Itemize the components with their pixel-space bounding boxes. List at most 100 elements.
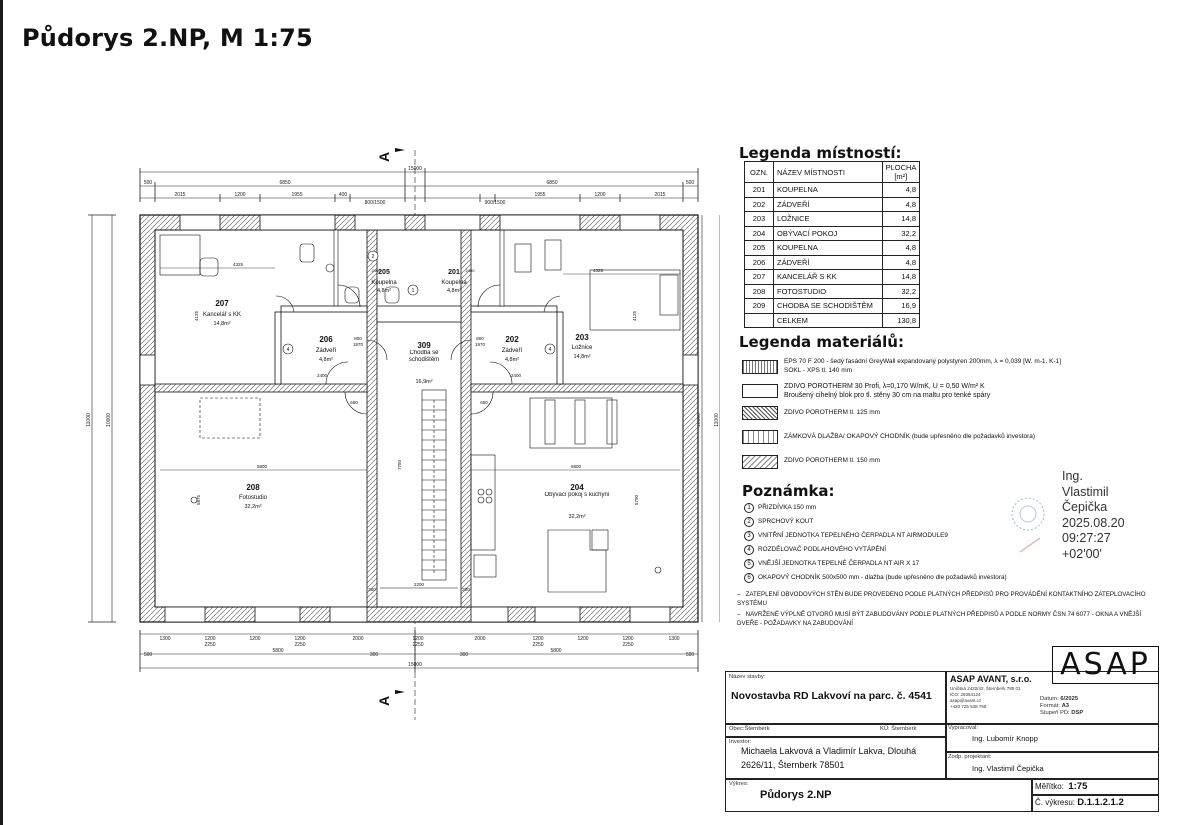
room-207-name: Kancelář s KK [203, 312, 241, 318]
marker-4-right: 4 [549, 347, 552, 353]
label-format: Formát: [1040, 703, 1060, 709]
room-206-area: 4,8m² [319, 357, 333, 363]
row-num: 204 [744, 225, 774, 241]
note-text: OKAPOVÝ CHODNÍK 500x500 mm - dlažba (bud… [758, 574, 1007, 581]
signature-stamp-icon [1011, 497, 1045, 553]
row-area: 4,8 [881, 182, 921, 198]
dim-top-l2: 1200 [234, 192, 245, 198]
note-number-circle: 4 [744, 545, 754, 555]
dim-b4: 1200 [294, 636, 305, 642]
row-area: 16,9 [881, 298, 921, 314]
material-swatch-porotherm30 [742, 384, 778, 398]
note-text: ROZDĚLOVAČ PODLAHOVÉHO VYTÁPĚNÍ [758, 546, 887, 553]
notes-title: Poznámka: [742, 482, 835, 500]
dim-b11: 1300 [668, 636, 679, 642]
row-area: 32,2 [881, 283, 921, 299]
dim-b7: 2000 [474, 636, 485, 642]
room-309-num: 309 [417, 341, 431, 350]
room-203-name: Ložnice [572, 345, 593, 351]
label-vypracoval: Vypracoval: [948, 725, 979, 731]
windows [139, 214, 699, 623]
inner-dimension-labels: 4325 4325 5800 5800 5875 5790 7750 2200 … [160, 262, 680, 592]
note-text: PŘIZDÍVKA 150 mm [758, 504, 817, 511]
room-205-area: 4,8m² [377, 288, 391, 294]
note-item: 6 OKAPOVÝ CHODNÍK 500x500 mm - dlažba (bu… [744, 573, 1007, 583]
room-208-area: 32,2m² [244, 504, 261, 510]
note-extra-insulation-text: ZATEPLENÍ OBVODOVÝCH STĚN BUDE PROVEDENO… [737, 591, 1146, 607]
material-eps: EPS 70 F 200 - šedý fasádní GreyWall exp… [784, 358, 1061, 375]
room-309-area: 16,9m² [415, 379, 432, 385]
material-eps-line1: EPS 70 F 200 - šedý fasádní GreyWall exp… [784, 358, 1062, 365]
room-208-name: Fotostudio [239, 495, 268, 501]
signature-line: Ing. [1062, 469, 1083, 483]
note-number-circle: 6 [744, 573, 754, 583]
dim-207-width: 4325 [233, 262, 244, 267]
dim-b8-sub: 2250 [532, 642, 543, 648]
label-vykres: Výkres: [729, 781, 749, 787]
row-name: CHODBA SE SCHODIŠTĚM [773, 298, 883, 314]
room-204-num: 204 [570, 483, 584, 492]
dim-top-r2: 1200 [594, 192, 605, 198]
win-mark-left: 800/1500 [365, 200, 386, 206]
table-header: OZN. NÁZEV MÍSTNOSTI PLOCHA [m²] [744, 161, 921, 183]
door-width-left: 800 [354, 336, 362, 341]
dim-b5: 2000 [352, 636, 363, 642]
room-202-area: 4,8m² [505, 357, 519, 363]
dim-b6: 1200 [412, 636, 423, 642]
material-paving: ZÁMKOVÁ DLAŽBA/ OKAPOVÝ CHODNÍK (bude up… [784, 433, 1036, 440]
company-ico: IČO: 29364124 [950, 692, 981, 697]
room-202-num: 202 [505, 335, 519, 344]
dim-b2: 1200 [204, 636, 215, 642]
material-porotherm30: ZDIVO POROTHERM 30 Profi, λ=0,170 W/mK, … [784, 383, 990, 400]
col-number: OZN. [744, 161, 774, 183]
walls [139, 214, 699, 623]
corridor-top [376, 305, 462, 323]
dim-overall-top: 15000 [408, 166, 422, 172]
room-202-name: Zádveří [502, 348, 523, 354]
investor-line2: 2626/11, Šternberk 78501 [741, 760, 845, 770]
prepared-by: Ing. Lubomír Knopp [972, 734, 1038, 743]
dim-top-r3: 2015 [654, 192, 665, 198]
door-width-right: 800 [476, 336, 484, 341]
drawing-title: Půdorys 2.NP, M 1:75 [22, 24, 313, 52]
note-text: VNĚJŠÍ JEDNOTKA TEPELNÉ ČERPADLA NT AIR … [758, 560, 920, 567]
row-name: KANCELÁŘ S KK [773, 269, 883, 285]
dim-right-half: 6850 [546, 180, 557, 186]
note-text: SPRCHOVÝ KOUT [758, 518, 814, 525]
note-item: 2 SPRCHOVÝ KOUT [744, 517, 813, 527]
room-201-name: Koupelna [441, 280, 467, 286]
floor-plan: 15000 6850 6850 500 500 2015 1200 1955 4… [86, 148, 720, 720]
material-swatch-porotherm150 [742, 455, 778, 469]
total-value: 130,8 [881, 312, 921, 328]
label-datum: Datum: [1040, 696, 1059, 702]
room-203-num: 203 [575, 333, 589, 342]
marker-2-left: 2 [372, 254, 375, 260]
row-area: 14,8 [881, 269, 921, 285]
dim-202-width: 2400 [511, 373, 522, 378]
obec-row: Obec:Šternberk [729, 726, 770, 732]
dim-top-l4: 400 [339, 192, 348, 198]
label-investor: Investor: [729, 739, 752, 745]
dim-b8: 1200 [532, 636, 543, 642]
row-name: LOŽNICE [773, 211, 883, 227]
dim-b10: 1200 [622, 636, 633, 642]
note-number-circle: 2 [744, 517, 754, 527]
signature-line: Vlastimil [1062, 484, 1109, 499]
row-num: 207 [744, 269, 774, 285]
row-area: 4,8 [881, 254, 921, 270]
dim-bottom-half-left: 5800 [272, 648, 283, 654]
dim-205-width: 2400 [372, 268, 382, 273]
scale-row: Měřítko: 1:75 [1035, 781, 1087, 792]
dim-left-half: 6850 [279, 180, 290, 186]
section-marker-top: A [376, 152, 392, 162]
stair-wall-right [460, 229, 472, 608]
material-swatch-eps [742, 360, 778, 374]
label-obec: Obec: [729, 726, 745, 732]
dim-203-width: 4325 [593, 268, 604, 273]
digital-signature: Ing. Vlastimil Čepička 2025.08.20 09:27:… [1062, 469, 1125, 562]
label-stavba: Název stavby: [729, 674, 766, 680]
